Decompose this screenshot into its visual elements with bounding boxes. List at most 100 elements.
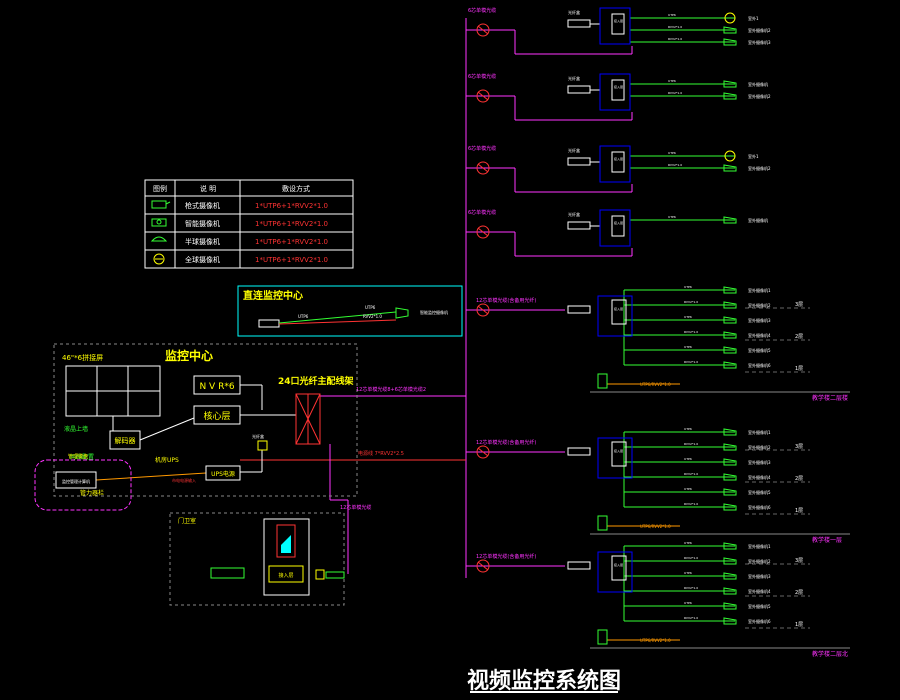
nvr-label: N V R*6: [199, 382, 234, 392]
camera-label: 室外摄像机3: [748, 39, 771, 45]
camera-label: 室外摄像机6: [748, 362, 771, 368]
legend-name-1: 智能摄像机: [185, 219, 220, 228]
cable-label: UTP6: [684, 285, 692, 289]
cable-label: UTP6: [684, 345, 692, 349]
workstation-label: 监控管理计算机: [62, 478, 90, 484]
legend-cable-1: 1*UTP6+1*RVV2*1.0: [255, 220, 328, 228]
floor-cabinet: [597, 373, 608, 389]
terminal-box: [567, 19, 591, 28]
core-switch-label: 核心层: [203, 410, 230, 422]
video-wall: [65, 365, 161, 417]
floor-cabinet: [597, 515, 608, 531]
terminal-box-label: 光纤盒: [568, 211, 580, 217]
workstation-area: 监控管理计算机 管力器栏 管理键盘: [34, 453, 132, 511]
camera-icon: [723, 587, 737, 595]
fiber-splice-icon: [477, 227, 489, 237]
gate-cabinet: [276, 524, 296, 558]
remote-device-label: 智能监控摄像机: [420, 309, 448, 315]
cable-label: RVV2*1.0: [684, 586, 698, 590]
fiber-splice-icon: [477, 25, 489, 35]
cable-label: RVV2*1.0: [668, 163, 682, 167]
switch-panel: [599, 145, 631, 183]
cable-label: RVV2*1.0: [684, 616, 698, 620]
wiring-layer: [95, 17, 735, 641]
camera-icon: [723, 488, 737, 496]
camera-icon: [723, 216, 737, 224]
camera-label: 室外摄像机2: [748, 93, 771, 99]
camera-icon: [723, 346, 737, 354]
fiber-splice-icon: [476, 225, 490, 239]
switch-panel: [599, 73, 631, 111]
half-dome-camera-icon: [150, 236, 168, 242]
camera-label: 室外摄像机2: [748, 27, 771, 33]
switch-box: [611, 441, 627, 467]
camera-icon: [723, 331, 737, 339]
switch-panel: [597, 295, 633, 337]
cable-label: RVV2*1.0: [684, 360, 698, 364]
camera-label: 室外摄像机: [748, 81, 768, 87]
building-fiber-label: 12芯单模光缆(含备用光纤): [476, 439, 536, 446]
remote-center-title: 直连监控中心: [243, 289, 303, 302]
camera-label: 室外摄像机1: [748, 287, 771, 293]
terminal-box: [567, 561, 591, 570]
camera-icon: [723, 316, 737, 324]
camera-icon: [723, 542, 737, 550]
terminal-box: [567, 85, 591, 94]
camera-label: 室外摄像机1: [748, 429, 771, 435]
cable-label: UTP6: [684, 601, 692, 605]
remote-cable-c: UTP6: [298, 314, 309, 319]
floor-cable-label: UTP6/RVV2*1.0: [640, 638, 671, 643]
fiber-splice-icon: [476, 161, 490, 175]
camera-icon: [723, 602, 737, 610]
fiber-down-label: 12芯单模光缆: [340, 504, 371, 511]
ups-device-label: UPS电源: [211, 470, 235, 478]
switch-box: [611, 151, 625, 173]
camera-label: 室外摄像机5: [748, 489, 771, 495]
camera-label: 室外摄像机: [748, 217, 768, 223]
gate-switch-box: [268, 565, 304, 583]
floor-label: 3层: [795, 444, 803, 450]
switch-label: 接入层: [614, 84, 623, 89]
floor-label: 1层: [795, 366, 803, 372]
ups-box: [205, 465, 241, 481]
remote-cable-a: UTP6: [365, 305, 376, 310]
decoder-box: [109, 430, 141, 450]
floor-label: 2层: [795, 334, 803, 340]
monitoring-center: 监控中心 46"*6拼接屏 N V R*6 核心层 解码器 液晶上墙 网络配置 …: [53, 343, 426, 511]
floor-label: 1层: [795, 508, 803, 514]
floor-label: 3层: [795, 558, 803, 564]
legend-cable-0: 1*UTP6+1*RVV2*1.0: [255, 202, 328, 210]
cable-label: RVV2*1.0: [684, 472, 698, 476]
cable-label: RVV2*1.0: [668, 37, 682, 41]
terminal-box-label: 光纤盒: [568, 9, 580, 15]
switch-panel: [597, 551, 633, 593]
camera-icon: [723, 443, 737, 451]
floor-label: 2层: [795, 590, 803, 596]
branch-fiber-label: 6芯单模光缆: [468, 209, 496, 216]
camera-label: 室外摄像机4: [748, 332, 771, 338]
cable-label: UTP6: [684, 571, 692, 575]
ptz-camera-icon: [724, 12, 736, 24]
cable-label: UTP6: [684, 487, 692, 491]
switch-label: 接入层: [614, 156, 623, 161]
camera-icon: [723, 572, 737, 580]
legend-header-desc: 说 明: [200, 184, 216, 193]
camera-label: 室外摄像机6: [748, 504, 771, 510]
gate-patch-icon: [325, 571, 345, 579]
floor-label: 2层: [795, 476, 803, 482]
camera-label: 室外摄像机2: [748, 302, 771, 308]
fiber-splice-icon: [476, 445, 490, 459]
terminal-box-label: 光纤盒: [252, 433, 264, 439]
camera-icon: [723, 92, 737, 100]
camera-label: 室外摄像机4: [748, 474, 771, 480]
camera-label: 室外摄像机3: [748, 459, 771, 465]
camera-label: 室外摄像机3: [748, 317, 771, 323]
cable-label: RVV2*1.0: [684, 556, 698, 560]
terminal-box: [567, 221, 591, 230]
camera-label: 室外摄像机2: [748, 444, 771, 450]
terminal-box: [567, 447, 591, 456]
lcd-label: 液晶上墙: [64, 425, 88, 433]
power-in-label: 市电电源输入: [172, 477, 196, 483]
camera-icon: [723, 557, 737, 565]
video-wall-label: 46"*6拼接屏: [62, 353, 103, 362]
